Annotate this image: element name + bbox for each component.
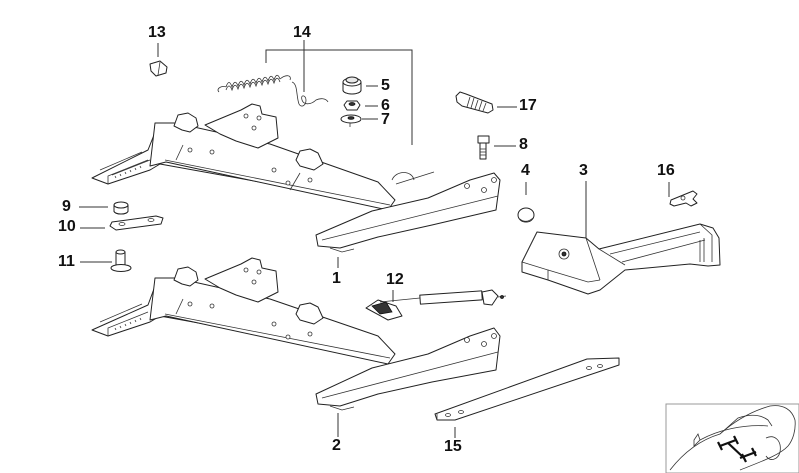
part-1-upper-seat-rail[interactable] [91, 103, 501, 253]
callout-6[interactable]: 6 [381, 97, 390, 114]
callout-11[interactable]: 11 [58, 253, 75, 270]
callout-14[interactable]: 14 [293, 24, 311, 41]
part-10-plate[interactable] [109, 215, 164, 231]
callout-13[interactable]: 13 [148, 24, 166, 41]
callout-8[interactable]: 8 [519, 136, 528, 153]
part-13-clip[interactable] [149, 60, 168, 77]
callout-4[interactable]: 4 [521, 162, 530, 179]
leader-lines [79, 40, 670, 438]
callout-5[interactable]: 5 [381, 77, 390, 94]
part-15-flat-bar[interactable] [434, 357, 620, 421]
part-12-gas-strut[interactable] [365, 289, 507, 321]
part-5-bushing[interactable] [342, 76, 362, 95]
callout-17[interactable]: 17 [519, 97, 537, 114]
part-3-trim-cover[interactable] [521, 223, 721, 295]
part-16-retaining-clip[interactable] [669, 190, 698, 207]
callout-1[interactable]: 1 [332, 270, 341, 287]
callout-15[interactable]: 15 [444, 438, 462, 455]
part-4-cap[interactable] [517, 207, 535, 223]
part-2-lower-seat-rail[interactable] [91, 257, 501, 411]
part-14-springs[interactable] [217, 74, 329, 107]
part-17-threaded-pin[interactable] [455, 91, 494, 114]
vehicle-location-thumbnail[interactable] [665, 403, 799, 473]
callout-9[interactable]: 9 [62, 198, 71, 215]
callout-12[interactable]: 12 [386, 271, 404, 288]
callout-16[interactable]: 16 [657, 162, 675, 179]
callout-2[interactable]: 2 [332, 437, 341, 454]
callout-10[interactable]: 10 [58, 218, 76, 235]
part-9-spacer[interactable] [113, 201, 129, 215]
part-11-rivet[interactable] [110, 249, 132, 272]
part-7-washer[interactable] [340, 114, 362, 127]
part-6-nut[interactable] [343, 100, 361, 111]
callout-7[interactable]: 7 [381, 111, 390, 128]
callout-3[interactable]: 3 [579, 162, 588, 179]
part-8-bolt[interactable] [477, 135, 490, 160]
